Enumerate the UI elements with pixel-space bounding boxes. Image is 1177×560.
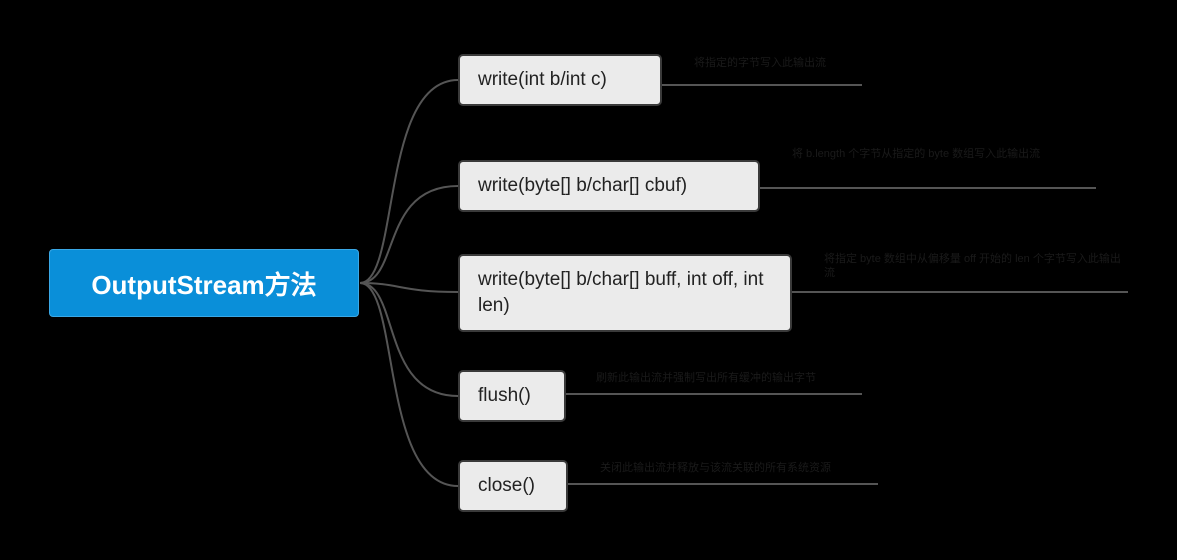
branch-label: write(byte[] b/char[] cbuf) (478, 175, 688, 197)
connector-1 (359, 79, 459, 284)
branch-close[interactable]: close() (458, 460, 568, 512)
branch-flush[interactable]: flush() (458, 370, 566, 422)
note-close: 关闭此输出流并释放与该流关联的所有系统资源 (600, 462, 880, 476)
note-text: 将指定的字节写入此输出流 (694, 57, 826, 69)
note-text: 刷新此输出流并强制写出所有缓冲的输出字节 (596, 372, 816, 384)
branch-label: write(int b/int c) (478, 69, 607, 91)
note-write-array: 将 b.length 个字节从指定的 byte 数组写入此输出流 (792, 148, 1092, 162)
branch-label: flush() (478, 385, 531, 407)
note-text: 关闭此输出流并释放与该流关联的所有系统资源 (600, 462, 831, 474)
note-flush: 刷新此输出流并强制写出所有缓冲的输出字节 (596, 372, 866, 386)
branch-write-array-offset[interactable]: write(byte[] b/char[] buff, int off, int… (458, 254, 792, 332)
branch-label: close() (478, 475, 536, 497)
note-text: 将指定 byte 数组中从偏移量 off 开始的 len 个字节写入此输出流 (824, 253, 1121, 279)
connector-4 (359, 282, 459, 397)
note-write-array-offset: 将指定 byte 数组中从偏移量 off 开始的 len 个字节写入此输出流 (824, 253, 1124, 281)
connector-3 (359, 282, 459, 293)
root-label: OutputStream方法 (91, 269, 317, 300)
branch-label: write(byte[] b/char[] buff, int off, int… (478, 269, 764, 316)
root-node[interactable]: OutputStream方法 (49, 249, 359, 317)
connector-5 (359, 282, 459, 487)
note-text: 将 b.length 个字节从指定的 byte 数组写入此输出流 (792, 148, 1041, 160)
branch-write-int[interactable]: write(int b/int c) (458, 54, 662, 106)
connector-2 (359, 185, 459, 284)
branch-write-array[interactable]: write(byte[] b/char[] cbuf) (458, 160, 760, 212)
note-write-int: 将指定的字节写入此输出流 (694, 57, 864, 71)
